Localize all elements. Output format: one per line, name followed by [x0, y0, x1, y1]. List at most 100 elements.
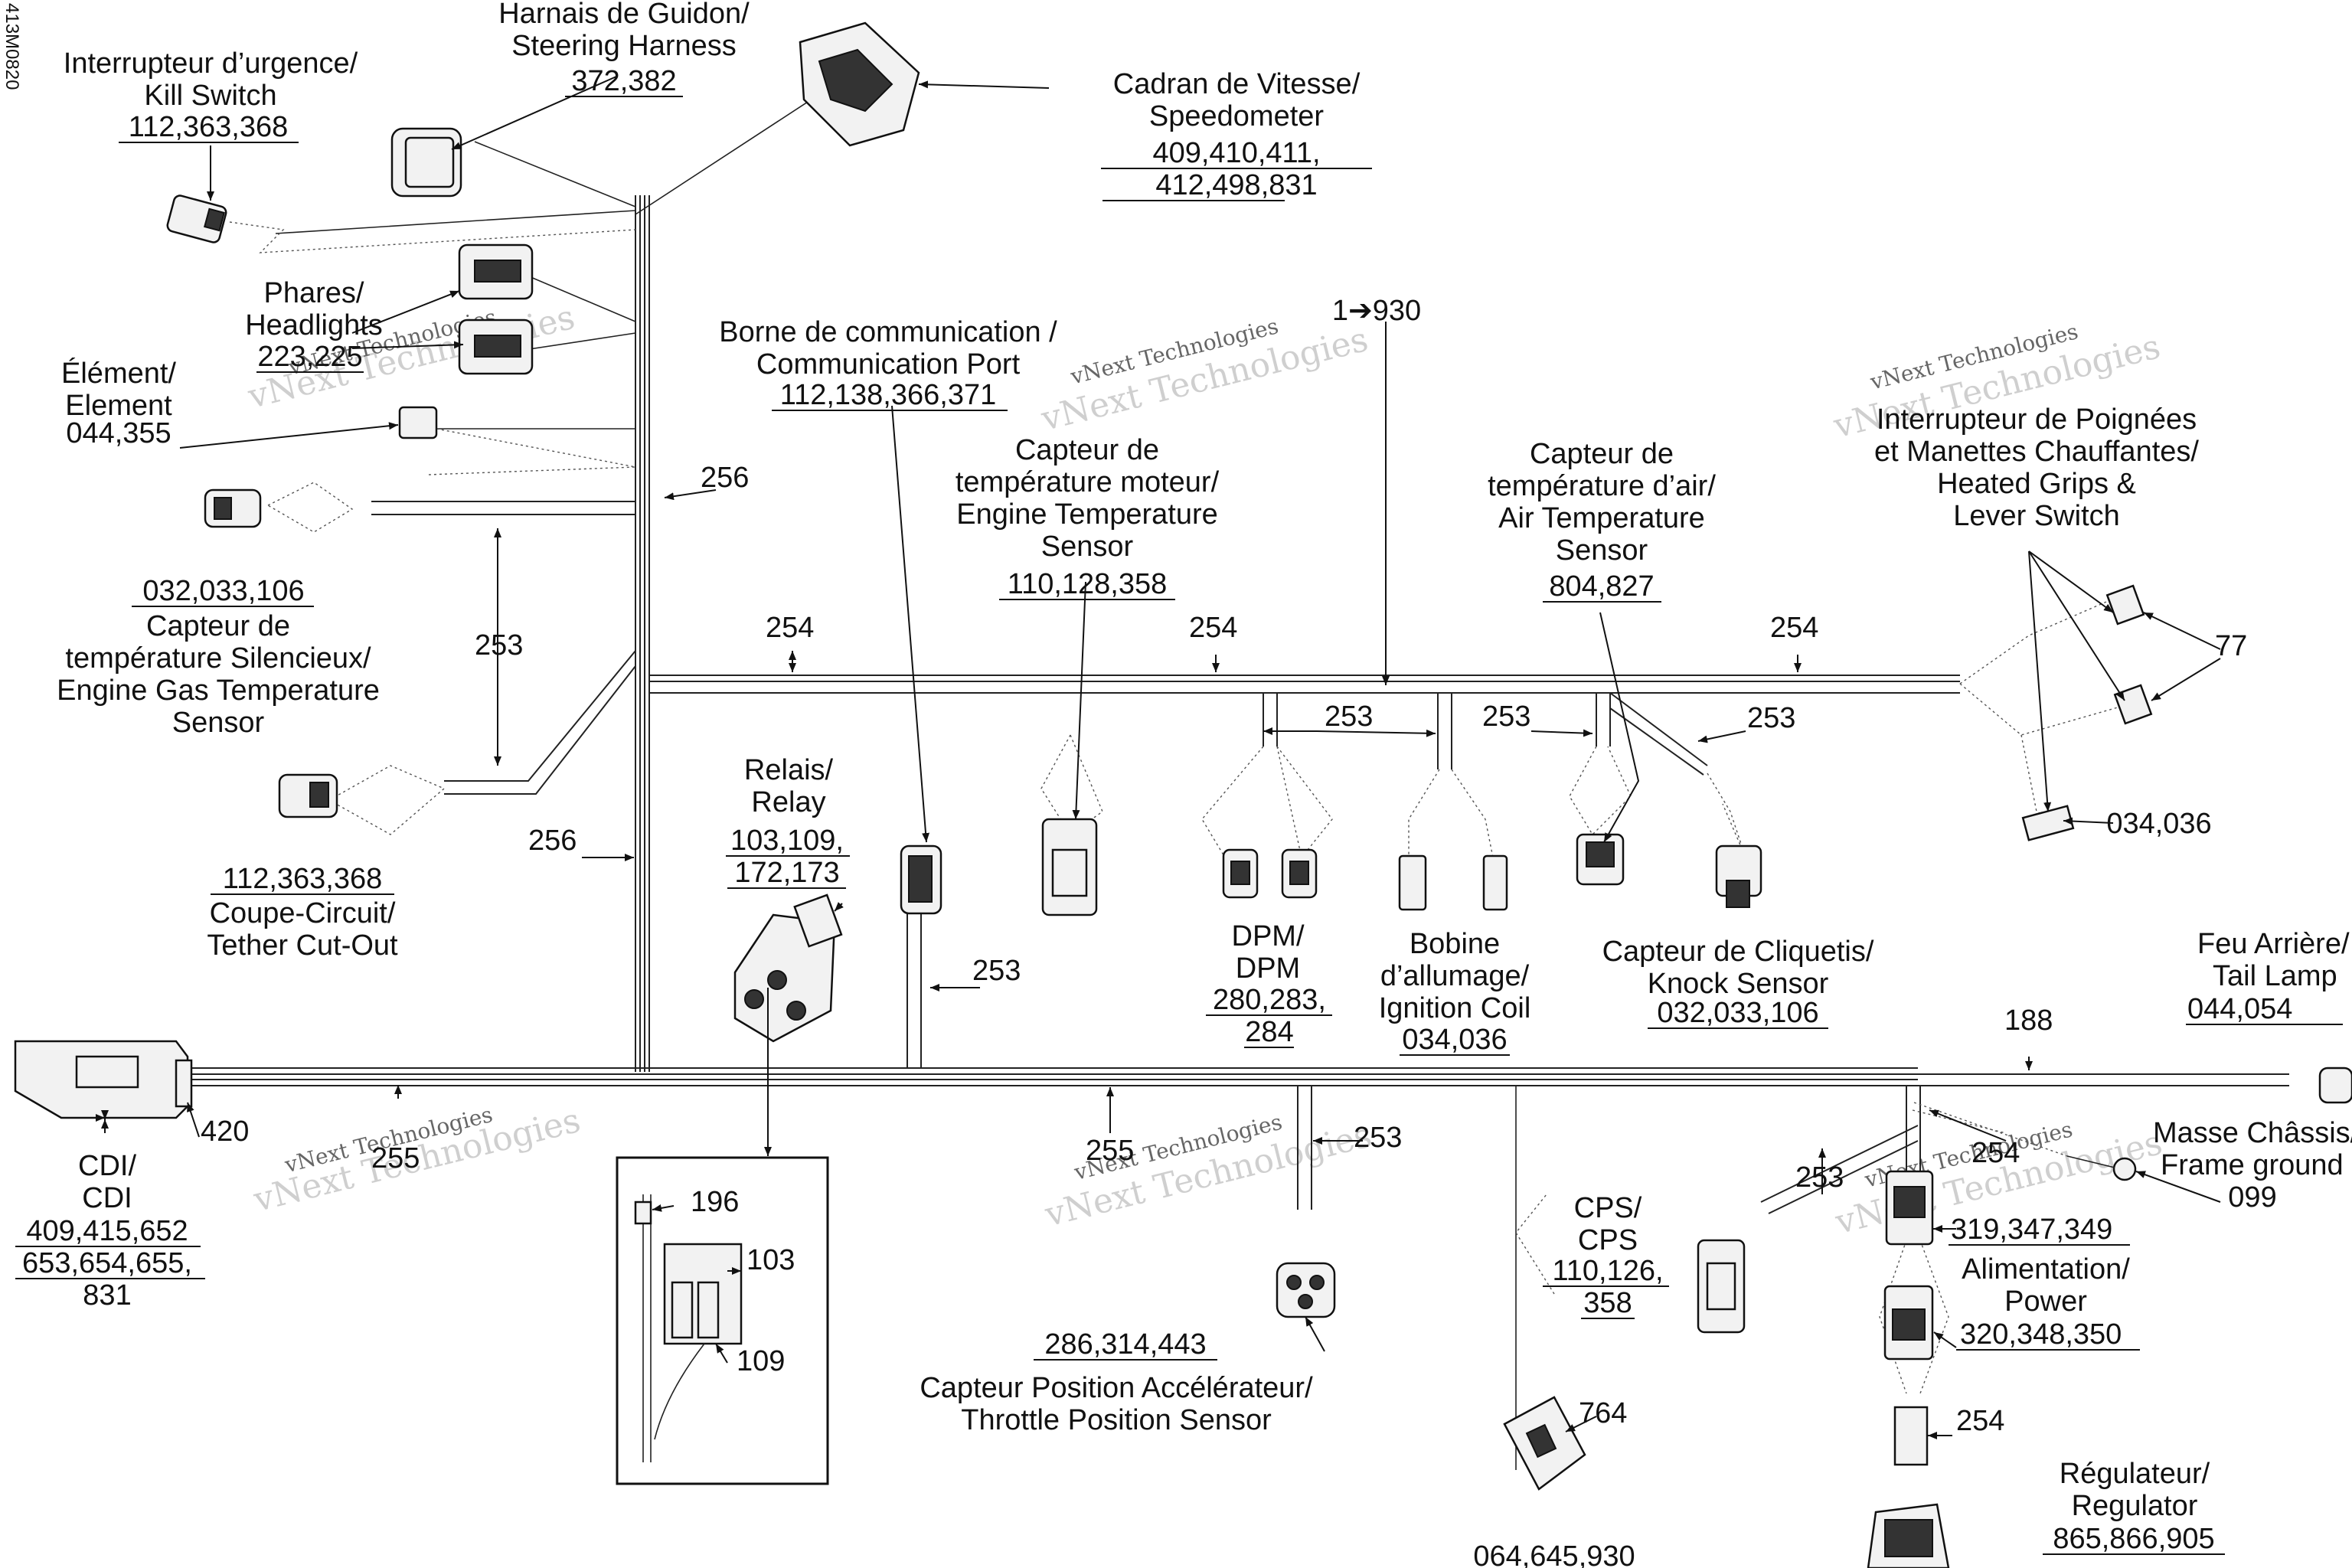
ref-764: 764 [1579, 1397, 1627, 1429]
heated-grip-connector-1[interactable] [2105, 584, 2145, 626]
tail-lamp-connector[interactable] [2318, 1067, 2352, 1104]
heated-grip-connector-3[interactable] [2021, 805, 2075, 841]
ref-255-center: 255 [1086, 1135, 1134, 1167]
cdi-label: CDI/CDI [78, 1150, 136, 1214]
ref-253-relay: 253 [972, 955, 1021, 987]
tether-part-numbers: 112,363,368 [223, 863, 383, 895]
engine-temp-part-numbers: 110,128,358 [1008, 568, 1168, 600]
element-label: Élément/Element [61, 357, 176, 422]
relay-part-numbers: 103,109,172,173 [730, 825, 844, 889]
dpm-part-numbers: 280,283,284 [1213, 984, 1326, 1048]
ignition-coil-connector-2[interactable] [1482, 854, 1508, 911]
ref-254-c: 254 [1770, 612, 1818, 644]
connectors [14, 21, 2352, 1568]
cps-part-numbers: 110,126,358 [1552, 1255, 1663, 1319]
headlight-connector-2[interactable] [458, 318, 534, 375]
relay-inset [616, 1156, 829, 1485]
tether-label: Coupe-Circuit/Tether Cut-Out [207, 897, 398, 962]
headlights-part-numbers: 223,225 [257, 341, 362, 373]
tether-connector[interactable] [278, 773, 338, 818]
speedometer-label: Cadran de Vitesse/Speedometer [1113, 68, 1361, 132]
ignition-coil-connector-1[interactable] [1398, 854, 1427, 911]
drawing-code: 413M0820 [2, 3, 22, 90]
kill-switch-label: Interrupteur d’urgence/Kill Switch [64, 47, 358, 112]
heated-grip-connector-2[interactable] [2113, 684, 2153, 725]
ref-253-coil: 253 [1482, 701, 1530, 733]
cps-label: CPS/CPS [1574, 1192, 1642, 1256]
cps-connector[interactable] [1697, 1239, 1746, 1334]
speedometer-connector[interactable] [799, 21, 920, 147]
knock-sensor-connector[interactable] [1715, 844, 1762, 908]
dotted-wires [229, 221, 2129, 1394]
dpm-connector-2[interactable] [1281, 848, 1318, 899]
headlight-connector-1[interactable] [458, 243, 534, 300]
engine-temp-connector[interactable] [1041, 818, 1098, 916]
frame-ground-part-numbers: 099 [2228, 1181, 2276, 1214]
element-part-numbers: 044,355 [66, 417, 171, 449]
bottom-part-numbers: 064,645,930 [1473, 1540, 1635, 1568]
air-temp-part-numbers: 804,827 [1549, 570, 1654, 603]
dpm-label: DPM/DPM [1232, 920, 1305, 985]
dpm-connector-1[interactable] [1222, 848, 1259, 899]
gas-temp-connector[interactable] [204, 488, 262, 528]
steering-harness-label: Harnais de Guidon/Steering Harness [498, 0, 750, 62]
ref-253-knock: 253 [1747, 702, 1795, 734]
regulator-connector[interactable] [1867, 1503, 1950, 1568]
frame-ground-terminal[interactable] [2066, 1155, 2137, 1181]
tail-lamp-part-numbers: 044,054 [2187, 993, 2292, 1025]
ref-255-left: 255 [371, 1142, 420, 1174]
gas-temp-part-numbers: 032,033,106 [142, 575, 304, 607]
steering-harness-part-numbers: 372,382 [571, 65, 676, 97]
labels: Interrupteur d’urgence/Kill Switch 112,3… [15, 0, 2352, 1568]
tps-label: Capteur Position Accélérateur/Throttle P… [920, 1372, 1313, 1436]
ref-77: 77 [2215, 630, 2247, 662]
connector-764[interactable] [1503, 1396, 1586, 1491]
ref-103: 103 [746, 1244, 795, 1276]
ref-253-tps: 253 [1354, 1122, 1402, 1154]
regulator-label: Régulateur/Regulator [2060, 1458, 2210, 1522]
harness-lines [184, 91, 2289, 1470]
ref-254-a: 254 [766, 612, 814, 644]
ref-253-left: 253 [475, 629, 523, 662]
air-temp-connector[interactable] [1576, 833, 1625, 886]
regulator-part-numbers: 865,866,905 [2053, 1523, 2214, 1555]
speedometer-part-numbers: 409,410,411,412,498,831 [1152, 137, 1320, 201]
element-connector[interactable] [398, 406, 438, 439]
ref-254-b: 254 [1189, 612, 1237, 644]
harness-segment-254 [1893, 1406, 1929, 1466]
ref-254-e: 254 [1956, 1405, 2004, 1437]
kill-switch-part-numbers: 112,363,368 [129, 111, 289, 143]
ignition-coil-part-numbers: 034,036 [1402, 1024, 1507, 1056]
ref-256-top: 256 [701, 462, 749, 494]
tail-lamp-label: Feu Arrière/Tail Lamp [2197, 928, 2350, 992]
knock-sensor-label: Capteur de Cliquetis/Knock Sensor [1602, 936, 1874, 1000]
comm-port-part-numbers: 112,138,366,371 [780, 379, 996, 411]
ref-196: 196 [691, 1186, 739, 1218]
ref-188: 188 [2004, 1004, 2053, 1037]
power-connector-bottom[interactable] [1883, 1285, 1934, 1361]
steering-harness-connector[interactable] [390, 127, 462, 198]
ref-253-dpm: 253 [1325, 701, 1373, 733]
headlights-label: Phares/Headlights [245, 277, 383, 341]
cdi-module[interactable] [14, 1040, 193, 1119]
ref-109: 109 [737, 1345, 785, 1377]
relay-body[interactable] [733, 893, 843, 1043]
reference-930: 1➔930 [1332, 295, 1421, 327]
ref-256-bottom: 256 [528, 825, 577, 857]
ref-253-cps: 253 [1795, 1161, 1844, 1194]
kill-switch-connector[interactable] [166, 194, 227, 243]
frame-ground-label: Masse Châssis/Frame ground [2153, 1117, 2352, 1181]
comm-port-label: Borne de communication /Communication Po… [719, 316, 1057, 381]
comm-port-connector[interactable] [900, 844, 942, 915]
ref-254-d: 254 [1971, 1137, 2020, 1169]
power-label: Alimentation/Power [1962, 1253, 2130, 1318]
knock-sensor-part-numbers: 032,033,106 [1657, 997, 1818, 1029]
tps-connector[interactable] [1276, 1262, 1336, 1318]
power-connector-top[interactable] [1885, 1170, 1934, 1246]
